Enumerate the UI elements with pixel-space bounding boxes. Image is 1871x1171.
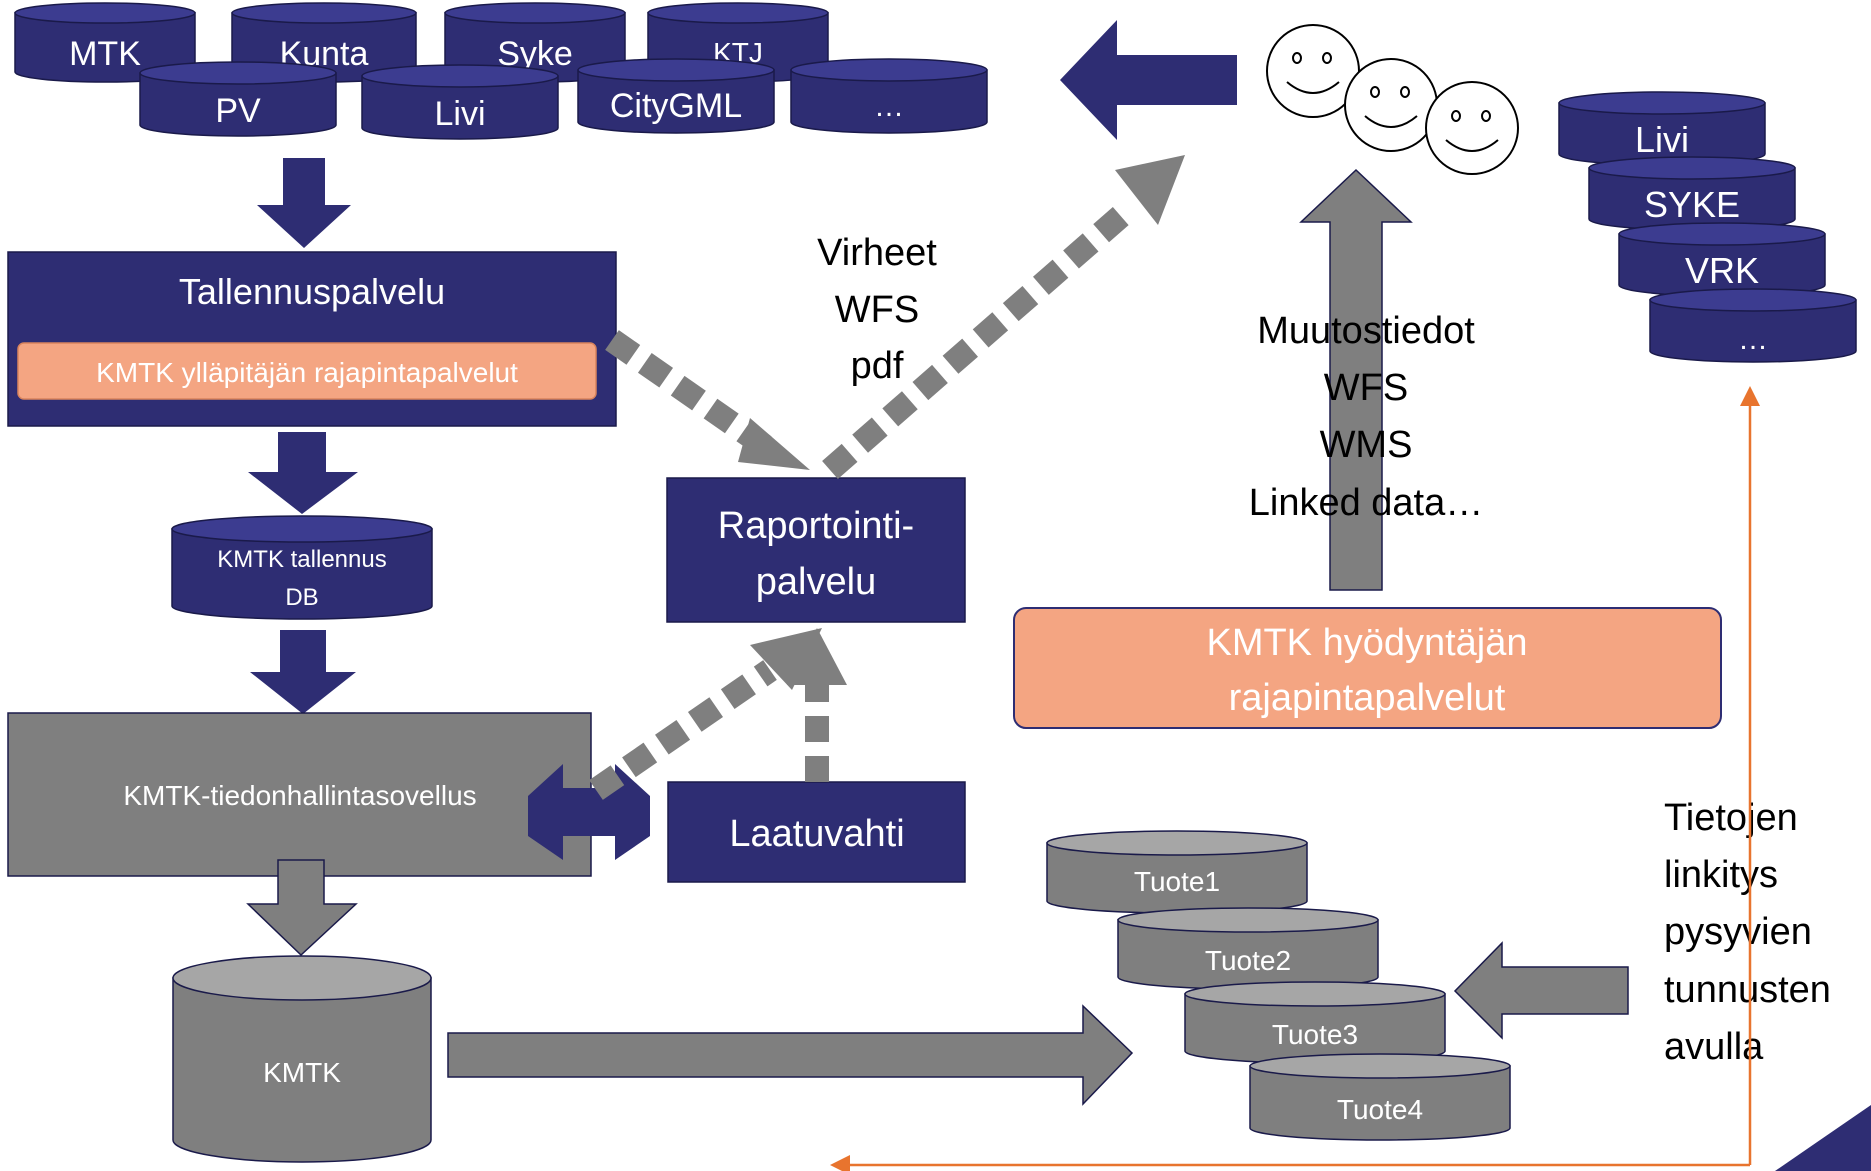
right-db-livi: Livi (1558, 91, 1766, 166)
source-label: Livi (434, 95, 485, 133)
raportointi-line2: palvelu (756, 561, 876, 603)
raportointi-line1: Raportointi- (718, 505, 914, 547)
right-source-label: VRK (1685, 250, 1759, 291)
linkitys-line: avulla (1664, 1026, 1764, 1068)
source-label: MTK (69, 35, 141, 73)
feedback-arrow-left (1060, 20, 1237, 140)
linkitys-line: pysyvien (1664, 911, 1812, 953)
tallennuspalvelu-title: Tallennuspalvelu (179, 271, 445, 312)
source-label: … (874, 90, 904, 123)
linkitys-text: Tietojen linkitys pysyvien tunnusten avu… (1664, 797, 1831, 1068)
dashed-arrow-laatuvahti-to-raportointi (787, 628, 847, 782)
muutos-line: WMS (1320, 424, 1413, 466)
dashed-arrow-tallennus-to-raportointi (605, 330, 810, 470)
left-arrow-to-products (1453, 941, 1629, 1040)
source-db-livi: Livi (361, 64, 559, 140)
product-label: Tuote4 (1337, 1094, 1423, 1125)
smiley-face-icon (1425, 81, 1519, 175)
corner-decoration (1775, 1105, 1871, 1171)
yllapitaja-api-box (17, 342, 597, 400)
down-arrow (248, 432, 358, 514)
users-smiley-icon (1266, 24, 1519, 175)
smiley-face-icon (1266, 24, 1360, 118)
virheet-line: pdf (851, 345, 904, 387)
raportointipalvelu-box: Raportointi- palvelu (666, 477, 966, 623)
source-db-mtk: MTK (14, 2, 196, 83)
product-db-tuote1: Tuote1 (1046, 830, 1308, 914)
laatuvahti-box: Laatuvahti (667, 781, 966, 883)
right-source-label: … (1738, 323, 1768, 356)
linkitys-line: tunnusten (1664, 969, 1831, 1011)
kmtk-db: KMTK (172, 955, 432, 1163)
muutos-line: WFS (1324, 367, 1408, 409)
linkitys-line: Tietojen (1664, 797, 1798, 839)
product-label: Tuote3 (1272, 1019, 1358, 1050)
product-db-tuote3: Tuote3 (1184, 981, 1446, 1064)
virheet-line: WFS (835, 289, 919, 331)
smiley-face-icon (1344, 58, 1438, 152)
right-db-vrk: VRK (1618, 222, 1826, 297)
product-db-tuote2: Tuote2 (1117, 907, 1379, 990)
kmtk-tallennus-db: KMTK tallennus DB (171, 515, 433, 620)
virheet-line: Virheet (817, 232, 937, 274)
yllapitaja-api-label: KMTK ylläpitäjän rajapintapalvelut (96, 357, 518, 388)
right-arrow-to-products (447, 1004, 1134, 1106)
source-db-more: … (790, 58, 988, 134)
right-db-syke: SYKE (1588, 156, 1796, 231)
hyodyntaja-line1: KMTK hyödyntäjän (1206, 622, 1527, 664)
hyodyntaja-api-box: KMTK hyödyntäjän rajapintapalvelut (1013, 607, 1722, 729)
muutos-line: Linked data… (1249, 482, 1484, 524)
source-db-syke: Syke (444, 2, 626, 83)
source-db-pv: PV (139, 61, 337, 137)
product-db-tuote4: Tuote4 (1249, 1053, 1511, 1141)
dashed-arrow-raportointi-to-users (822, 155, 1185, 480)
right-source-label: Livi (1635, 119, 1689, 160)
up-arrow-to-users (1299, 168, 1413, 591)
down-arrow (257, 158, 351, 248)
muutostiedot-text: Muutostiedot WFS WMS Linked data… (1249, 310, 1484, 524)
right-source-label: SYKE (1644, 184, 1740, 225)
source-label: PV (215, 92, 261, 130)
hyodyntaja-line2: rajapintapalvelut (1229, 677, 1506, 719)
linkitys-line: linkitys (1664, 854, 1778, 896)
dashed-arrow-tiedonhallinta-to-raportointi (589, 628, 822, 800)
db-label-line1: KMTK tallennus (217, 546, 386, 573)
muutos-line: Muutostiedot (1257, 310, 1475, 352)
db-label-line2: DB (285, 584, 318, 611)
down-arrow-grey (246, 859, 358, 957)
virheet-text: Virheet WFS pdf (817, 232, 937, 387)
product-label: Tuote1 (1134, 866, 1220, 897)
tallennuspalvelu-box: Tallennuspalvelu KMTK ylläpitäjän rajapi… (7, 251, 617, 427)
kmtk-label: KMTK (263, 1057, 341, 1088)
laatuvahti-label: Laatuvahti (729, 813, 904, 855)
right-db-more: … (1649, 288, 1857, 363)
tiedonhallinta-box: KMTK-tiedonhallintasovellus (7, 712, 592, 877)
source-label: CityGML (610, 87, 742, 125)
down-arrow (250, 630, 356, 714)
product-label: Tuote2 (1205, 945, 1291, 976)
tiedonhallinta-label: KMTK-tiedonhallintasovellus (123, 780, 476, 811)
source-db-citygml: CityGML (577, 58, 775, 134)
